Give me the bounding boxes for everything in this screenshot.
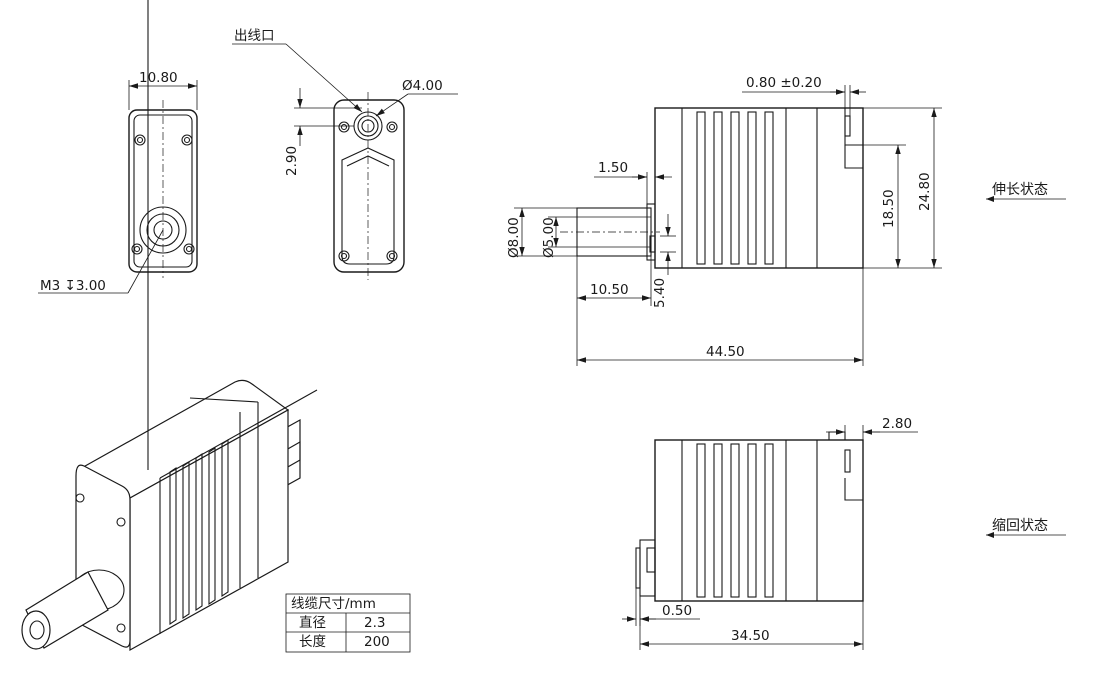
- retracted-protrusion-dimension: 0.50: [662, 603, 692, 619]
- shaft-outer-diameter-dimension: Ø8.00: [506, 217, 522, 258]
- cable-table-row-value: 2.3: [364, 615, 385, 631]
- mount-hole-callout: M3 ↧3.00: [40, 278, 106, 294]
- total-length-retracted-dimension: 34.50: [731, 628, 770, 644]
- step-width-dimension: 2.80: [882, 416, 912, 432]
- front-view: [38, 80, 198, 294]
- side-view-retracted: [622, 425, 1066, 650]
- cable-table-row-name: 直径: [299, 615, 326, 631]
- outlet-offset-dimension: 2.90: [284, 146, 300, 176]
- side-view-extended: [514, 85, 1066, 366]
- body-height-dimension-a: 18.50: [881, 189, 897, 228]
- retracted-state-label: 缩回状态: [992, 518, 1048, 534]
- cable-outlet-label: 出线口: [234, 28, 275, 44]
- shoulder-length-dimension: 1.50: [598, 160, 628, 176]
- width-dimension: 10.80: [139, 70, 178, 86]
- shaft-extension-dimension: 10.50: [590, 282, 629, 298]
- lip-thickness-dimension: 0.80 ±0.20: [746, 75, 822, 91]
- cable-table-row-name: 长度: [299, 634, 326, 650]
- rear-view: [232, 43, 458, 280]
- cable-table-row-value: 200: [364, 634, 390, 650]
- shaft-offset-dimension: 5.40: [652, 278, 668, 308]
- total-length-extended-dimension: 44.50: [706, 344, 745, 360]
- extended-state-label: 伸长状态: [992, 182, 1048, 198]
- cable-table: [285, 593, 411, 653]
- isometric-view: [21, 0, 318, 652]
- cable-table-title: 线缆尺寸/mm: [291, 596, 376, 612]
- shaft-inner-diameter-dimension: Ø5.00: [541, 217, 557, 258]
- body-height-dimension-b: 24.80: [917, 172, 933, 211]
- outlet-diameter-dimension: Ø4.00: [402, 78, 443, 94]
